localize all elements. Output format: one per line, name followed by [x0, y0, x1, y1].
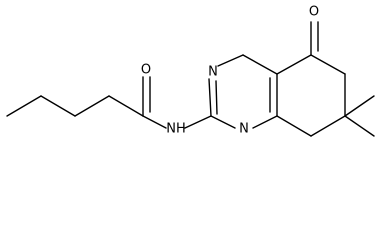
- bond-c7-c8: [310, 115, 346, 137]
- bond-c8-c8a: [276, 115, 312, 137]
- bond-c4a-c5: [276, 54, 312, 75]
- atom-label-pyrimidine-n1: N: [239, 122, 249, 137]
- atom-label-amide-oxygen: O: [141, 63, 151, 78]
- bond-c4-c4a: [242, 54, 278, 75]
- bond-chain-4: [108, 95, 144, 117]
- atom-label-ketone-oxygen: O: [309, 5, 319, 20]
- bond-amide-c-n: [142, 115, 167, 129]
- chemical-structure-diagram: O O NH N N: [6, 5, 375, 137]
- bond-c5-c6: [310, 54, 346, 75]
- bond-nh-c2: [184, 115, 212, 129]
- bond-c2-n3-b: [215, 80, 218, 115]
- bond-c8a-n1: [252, 115, 278, 129]
- bond-methyl-down: [344, 115, 375, 137]
- atom-label-pyrimidine-n3: N: [208, 65, 218, 80]
- bond-chain-1: [6, 95, 42, 117]
- bond-methyl-up: [344, 95, 375, 117]
- bond-n3-c4: [217, 54, 244, 67]
- atom-label-amide-nitrogen: NH: [166, 122, 186, 137]
- bond-chain-2: [40, 95, 76, 117]
- bond-c2-n3-a: [208, 78, 212, 117]
- bond-n1-c2: [210, 115, 236, 129]
- bond-chain-3: [74, 95, 110, 117]
